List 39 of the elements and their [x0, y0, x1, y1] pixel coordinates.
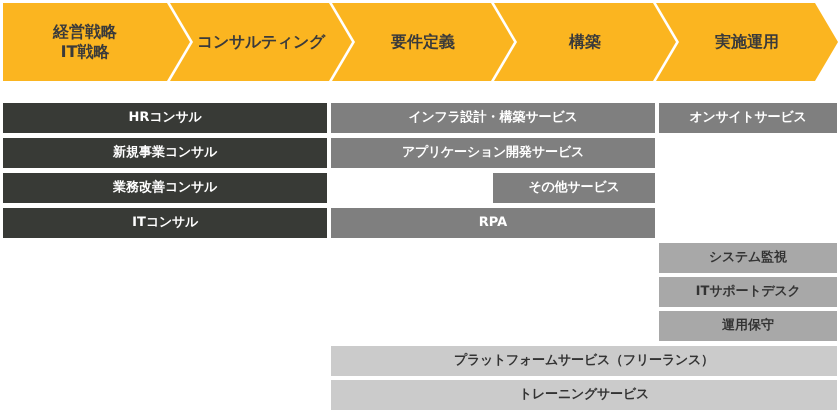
- phase-label: 実施運用: [715, 32, 779, 52]
- service-label: その他サービス: [528, 180, 620, 196]
- service-bar: [3, 138, 327, 168]
- phase-label: IT戦略: [60, 42, 110, 62]
- service-bar: [659, 277, 837, 307]
- service-bar: [659, 243, 837, 273]
- phase-label: 経営戦略: [53, 22, 117, 42]
- service-bar: [659, 311, 837, 341]
- phase-step: [332, 3, 514, 81]
- phase-label: 要件定義: [391, 32, 455, 52]
- service-label: オンサイトサービス: [690, 110, 806, 126]
- service-label: RPA: [478, 214, 508, 232]
- service-bar: [331, 346, 837, 376]
- service-bar: [331, 380, 837, 410]
- phase-label: 構築: [569, 32, 601, 52]
- phase-step: [494, 3, 676, 81]
- service-label: トレーニングサービス: [519, 386, 649, 404]
- phase-label: コンサルティング: [197, 32, 325, 52]
- service-label: ITサポートデスク: [696, 284, 800, 300]
- service-label: プラットフォームサービス（フリーランス）: [454, 352, 714, 370]
- service-bar: [493, 173, 655, 203]
- service-label: 業務改善コンサル: [113, 180, 217, 196]
- service-label: アプリケーション開発サービス: [402, 144, 584, 162]
- service-label: 運用保守: [722, 318, 774, 334]
- service-label: ITコンサル: [132, 214, 198, 232]
- service-label: システム監視: [709, 250, 787, 266]
- service-label: HRコンサル: [128, 110, 202, 126]
- service-bar: [3, 208, 327, 238]
- service-bar: [3, 103, 327, 133]
- service-bar: [659, 103, 837, 133]
- phase-step: [3, 3, 190, 81]
- service-bar: [331, 208, 655, 238]
- service-bar: [3, 173, 327, 203]
- phase-step: [170, 3, 352, 81]
- phase-step: [656, 3, 838, 81]
- service-label: インフラ設計・構築サービス: [408, 110, 578, 126]
- service-bar: [331, 103, 655, 133]
- service-bar: [331, 138, 655, 168]
- service-label: 新規事業コンサル: [113, 144, 217, 162]
